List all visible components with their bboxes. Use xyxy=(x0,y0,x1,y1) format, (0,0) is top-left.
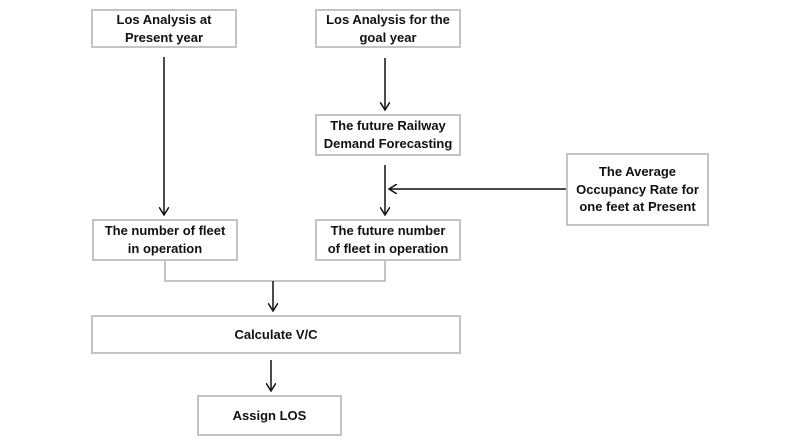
fleet-in-operation-box: The number of fleet in operation xyxy=(92,219,238,261)
los-analysis-present-year-box: Los Analysis at Present year xyxy=(91,9,237,48)
future-fleet-in-operation-box: The future number of fleet in operation xyxy=(315,219,461,261)
connector-fleet-merge xyxy=(164,261,386,282)
los-analysis-goal-year-box: Los Analysis for the goal year xyxy=(315,9,461,48)
calculate-vc-box: Calculate V/C xyxy=(91,315,461,354)
average-occupancy-rate-box: The Average Occupancy Rate for one feet … xyxy=(566,153,709,226)
assign-los-box: Assign LOS xyxy=(197,395,342,436)
future-railway-demand-box: The future Railway Demand Forecasting xyxy=(315,114,461,156)
